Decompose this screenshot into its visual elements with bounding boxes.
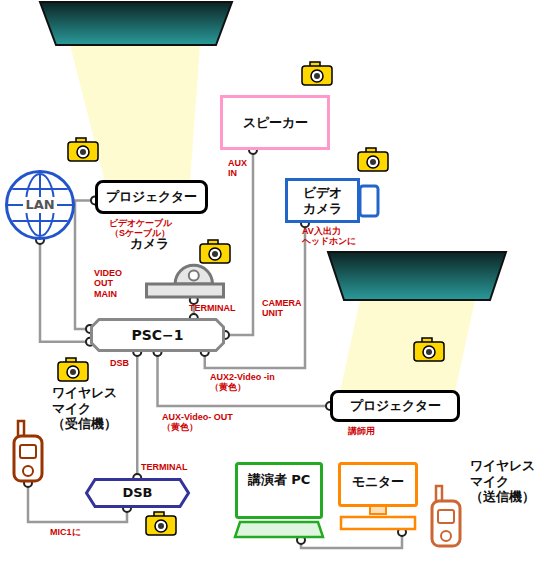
- projector-box: プロジェクター: [95, 180, 208, 214]
- monitor-screen: [340, 464, 417, 506]
- camera-lens: [189, 271, 199, 281]
- laptop-base: [235, 522, 323, 537]
- video-camera-box: ビデオ カメラ: [285, 178, 360, 223]
- node-label: プロジェクター: [106, 189, 197, 205]
- signal-label: AUX IN: [228, 158, 250, 179]
- camera-icon: [414, 338, 444, 361]
- node-label: モニター: [352, 474, 404, 490]
- camera-base: [147, 284, 224, 297]
- keyboard: [341, 517, 415, 529]
- camera-dome: [175, 265, 212, 284]
- globe-lines: [8, 174, 72, 236]
- monitor-stand: [370, 506, 386, 514]
- controller-box: PSC−1: [90, 318, 225, 352]
- camera-unit: カメラ: [130, 236, 240, 300]
- signal-label: AUX-Video- OUT（黄色）: [162, 412, 234, 433]
- signal-label: ビデオケーブル （Sケーブル）: [100, 218, 180, 239]
- speaker-box: スピーカー: [220, 95, 330, 150]
- signal-label: AUX2-Video -in（黄色）: [210, 372, 282, 393]
- camera-icon: [146, 512, 176, 535]
- signal-label: TERMINAL: [141, 462, 191, 472]
- node-label: LAN: [23, 197, 56, 213]
- wireless-transmitter: ワイヤレス マイク （送信機）: [428, 458, 538, 548]
- signal-label: AV入出力 ヘッドホンに: [302, 226, 374, 247]
- camera-icon: [358, 148, 388, 171]
- laptop-pc: 講演者 PC: [235, 462, 323, 540]
- light-beam: [340, 300, 475, 392]
- camera-icon: [200, 240, 230, 263]
- cable: [136, 352, 139, 478]
- signal-label: CAMERA UNIT: [262, 298, 302, 319]
- signal-label: TERMINAL: [189, 303, 239, 313]
- node-label: DSB: [122, 485, 152, 501]
- signal-label: DSB: [110, 358, 136, 368]
- cable: [75, 200, 95, 328]
- dsb-hexagon: DSB: [85, 478, 190, 508]
- camera-icon: [68, 138, 98, 161]
- cable: [158, 352, 331, 406]
- walkie-talkie: [14, 421, 42, 481]
- projector-box: プロジェクター: [330, 390, 460, 422]
- hexagon-outline: [87, 480, 189, 507]
- lan-globe: LAN: [5, 170, 75, 240]
- signal-label: VIDEO OUT MAIN: [94, 268, 130, 299]
- camera-lens: [360, 186, 378, 216]
- node-label: PSC−1: [131, 327, 183, 344]
- signal-label: 講師用: [348, 426, 398, 436]
- node-label: ビデオ カメラ: [296, 185, 349, 216]
- laptop-screen: [237, 464, 322, 518]
- signal-label: MIC1に: [50, 527, 100, 537]
- projection-screen: [40, 2, 232, 45]
- projection-screen: [328, 252, 506, 300]
- walkie-talkie: [432, 486, 460, 546]
- camera-icon: [58, 358, 88, 381]
- octagon-outline: [92, 320, 224, 351]
- node-label: プロジェクター: [350, 398, 441, 414]
- wireless-receiver: ワイヤレス マイク （受信機）: [10, 385, 120, 483]
- node-outline: [338, 462, 418, 532]
- node-label: 講演者 PC: [248, 472, 311, 488]
- cable: [40, 240, 90, 342]
- node-label: スピーカー: [243, 115, 308, 131]
- node-label: ワイヤレス マイク （受信機）: [52, 385, 120, 432]
- monitor: モニター: [338, 462, 418, 532]
- camera-icon: [302, 62, 332, 85]
- node-label: ワイヤレス マイク （送信機）: [470, 458, 538, 505]
